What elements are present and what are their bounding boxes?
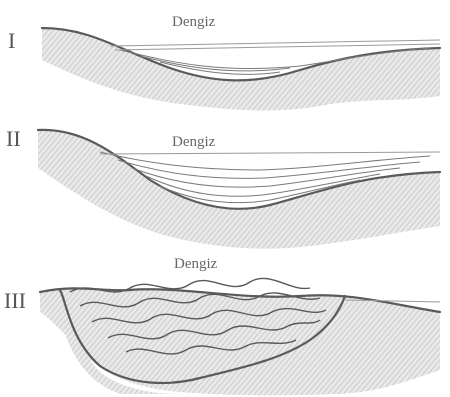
stage-2-sea-label: Dengiz <box>172 134 216 150</box>
stage-2-sediment-layer <box>100 152 430 170</box>
stage-2-sea-surface <box>100 152 440 154</box>
stage-2-numeral: II <box>6 126 21 151</box>
stage-2-panel: II Dengiz <box>6 126 440 249</box>
stage-1-sea-label: Dengiz <box>172 14 216 30</box>
stage-1-numeral: I <box>8 28 15 53</box>
stage-1-panel: I Dengiz <box>8 14 440 110</box>
stage-3-panel: III Dengiz <box>4 256 440 395</box>
stage-2-bedrock <box>38 130 440 249</box>
stage-3-numeral: III <box>4 288 26 313</box>
stage-3-sea-label: Dengiz <box>174 256 218 272</box>
